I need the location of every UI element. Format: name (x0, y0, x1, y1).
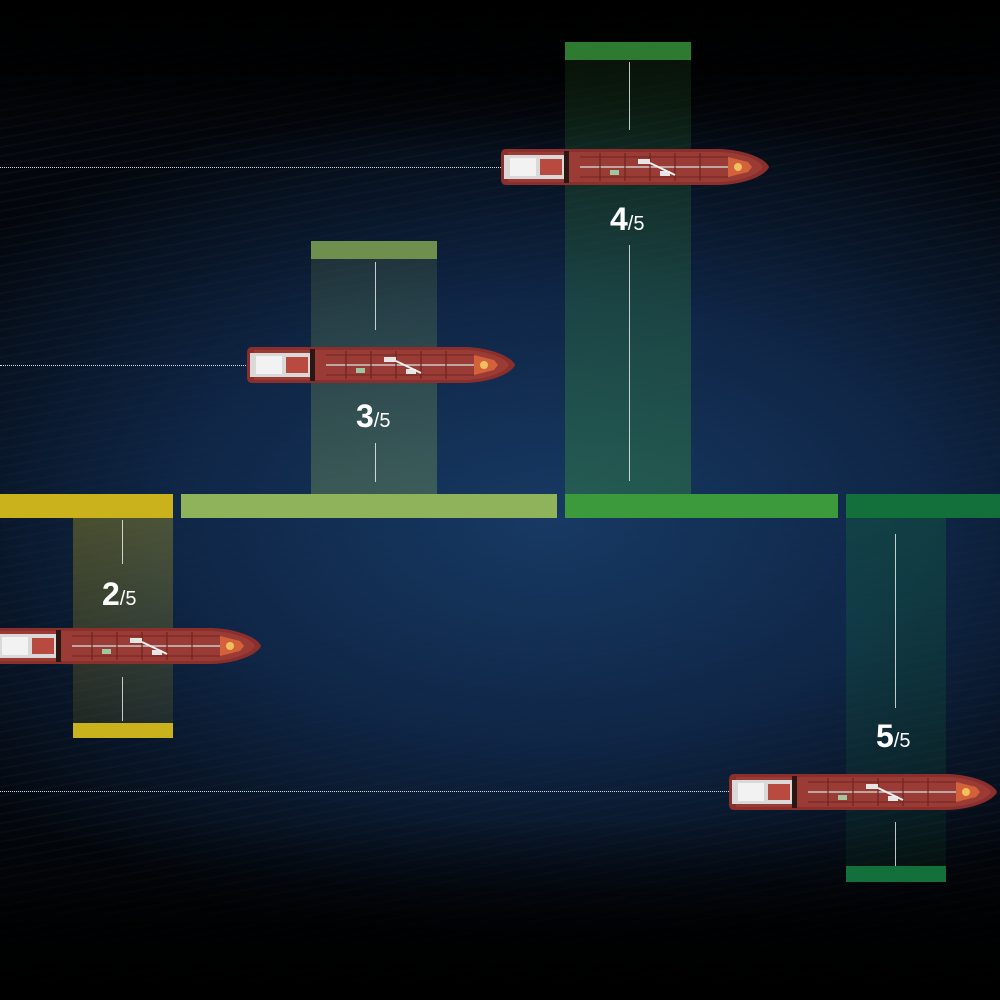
wake-line-3 (0, 365, 252, 366)
stage-4-numerator: 4 (610, 201, 628, 237)
wake-line-5 (0, 791, 733, 792)
stage-5-line-bottom (895, 822, 896, 866)
track-segment-2 (0, 494, 173, 518)
stage-2-band (73, 518, 173, 724)
stage-3-line-bottom (375, 443, 376, 482)
stage-2-numerator: 2 (102, 576, 120, 612)
stage-5-numerator: 5 (876, 718, 894, 754)
tanker-ship-icon (0, 624, 262, 668)
tanker-ship-icon (246, 343, 516, 387)
top-vignette (0, 0, 1000, 150)
stage-5-cap (846, 866, 946, 882)
bottom-vignette (0, 820, 1000, 1000)
stage-2-line-bottom (122, 677, 123, 721)
track-segment-3 (181, 494, 557, 518)
tanker-ship-icon (728, 768, 998, 816)
stage-3-numerator: 3 (356, 398, 374, 434)
stage-4-line-top (629, 62, 630, 130)
stage-4-label: 4/5 (610, 203, 644, 235)
stage-5-label: 5/5 (876, 720, 910, 752)
stage-2-denominator: /5 (119, 588, 137, 610)
stage-4-denominator: /5 (627, 213, 645, 235)
stage-4-cap (565, 42, 691, 60)
stage-4-band (565, 60, 691, 494)
tanker-ship-icon (500, 145, 770, 189)
track-segment-5 (846, 494, 1000, 518)
wake-line-4 (0, 167, 505, 168)
stage-3-cap (311, 241, 437, 259)
stage-2-cap (73, 723, 173, 738)
stage-3-denominator: /5 (373, 410, 391, 432)
stage-3-line-top (375, 262, 376, 330)
stage-5-line-top (895, 534, 896, 708)
stage-3-label: 3/5 (356, 400, 390, 432)
stage-4-line-bottom (629, 245, 630, 481)
stage-5-denominator: /5 (893, 730, 911, 752)
stage-2-line-top (122, 520, 123, 564)
stage-2-label: 2/5 (102, 578, 136, 610)
track-segment-4 (565, 494, 838, 518)
